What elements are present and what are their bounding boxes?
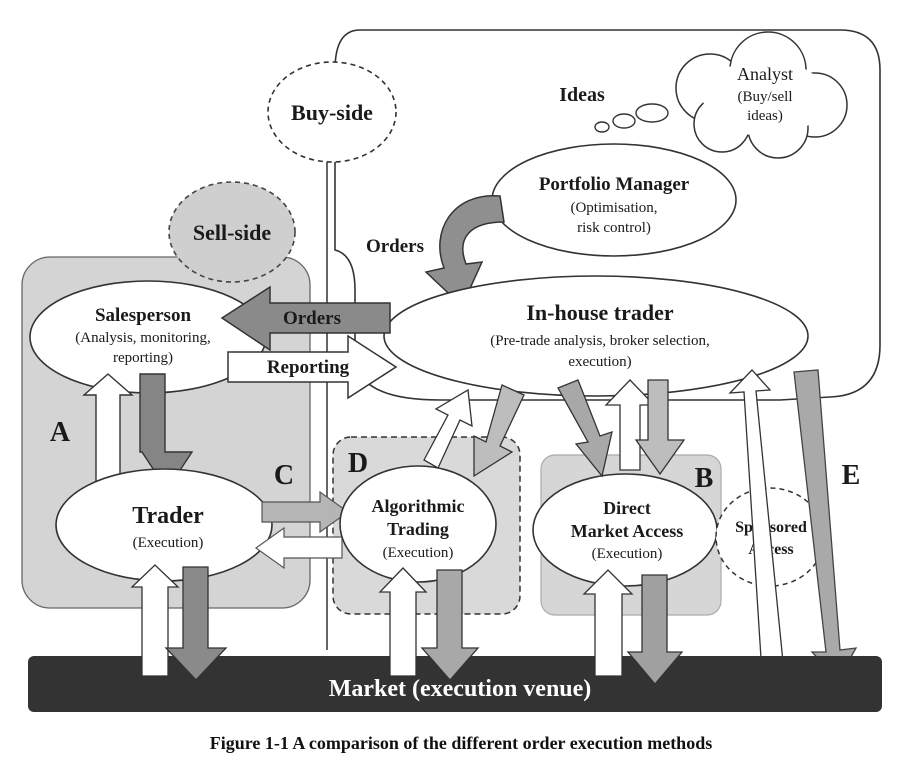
reporting-arrow (227, 334, 398, 400)
dma-to-inhouse-arrow (604, 379, 656, 471)
algorithmic-line2: Trading (387, 519, 449, 539)
dma-line1: Direct (603, 498, 651, 518)
salesperson-title: Salesperson (95, 305, 192, 326)
inhouse-trader-sub2: execution) (568, 354, 631, 370)
pm-orders-label: Orders (366, 236, 424, 257)
trader-sub: (Execution) (133, 535, 204, 551)
salesperson-sub2: reporting) (113, 350, 173, 366)
trader-title: Trader (132, 503, 204, 529)
buy-side-label: Buy-side (291, 100, 373, 125)
trader-to-market-arrow (164, 566, 228, 681)
sponsored-line1: Sponsored (735, 519, 807, 536)
inhouse-trader-node (383, 275, 809, 397)
portfolio-manager-sub2: risk control) (577, 220, 651, 236)
inhouse-to-dma-arrow (557, 379, 613, 478)
inhouse-to-dma-arrow-2 (634, 379, 686, 476)
marker-b: B (695, 463, 714, 494)
orders-arrow (220, 285, 391, 352)
marker-c: C (274, 460, 294, 491)
market-bar (28, 656, 882, 712)
marker-d: D (348, 448, 368, 479)
dma-line2: Market Access (571, 521, 683, 541)
thought-bubble-medium (612, 113, 636, 129)
portfolio-manager-title: Portfolio Manager (539, 174, 690, 195)
inhouse-trader-sub1: (Pre-trade analysis, broker selection, (490, 333, 710, 349)
analyst-sub2: ideas) (747, 108, 783, 124)
thought-bubble-large (635, 103, 669, 123)
dma-to-market-arrow (626, 574, 684, 686)
sell-side-circle (168, 181, 296, 283)
algorithmic-line1: Algorithmic (372, 496, 465, 516)
pm-orders-curved-arrow (424, 195, 505, 308)
sell-side-label: Sell-side (193, 220, 271, 245)
trader-to-algo-arrow (261, 490, 350, 534)
market-label: Market (execution venue) (329, 676, 592, 702)
algo-to-trader-arrow (254, 526, 343, 570)
marker-a: A (50, 417, 71, 448)
inhouse-to-algo-arrow (473, 384, 525, 478)
salesperson-sub1: (Analysis, monitoring, (75, 330, 210, 346)
thought-bubble-small (594, 121, 610, 133)
inhouse-trader-title: In-house trader (526, 300, 674, 325)
algo-to-market-arrow (420, 569, 480, 681)
algo-to-inhouse-arrow (423, 388, 473, 469)
analyst-sub1: (Buy/sell (738, 89, 793, 105)
orders-arrow-label: Orders (283, 308, 341, 329)
figure-caption: Figure 1-1 A comparison of the different… (209, 733, 713, 753)
portfolio-manager-sub1: (Optimisation, (570, 200, 657, 216)
buy-side-circle (267, 61, 397, 163)
reporting-arrow-label: Reporting (267, 357, 350, 378)
algorithmic-trading-node (339, 465, 497, 583)
watermark: 知乎 @蝈蝈Rua (702, 717, 859, 741)
market-to-algo-arrow (378, 567, 428, 677)
algorithmic-sub: (Execution) (383, 545, 454, 561)
ideas-label: Ideas (559, 84, 605, 106)
market-to-inhouse-e-arrow (728, 369, 785, 675)
analyst-cloud (675, 31, 848, 159)
dma-sub: (Execution) (592, 546, 663, 562)
market-to-dma-arrow (582, 569, 634, 677)
marker-e: E (842, 460, 861, 491)
analyst-title: Analyst (737, 64, 793, 84)
